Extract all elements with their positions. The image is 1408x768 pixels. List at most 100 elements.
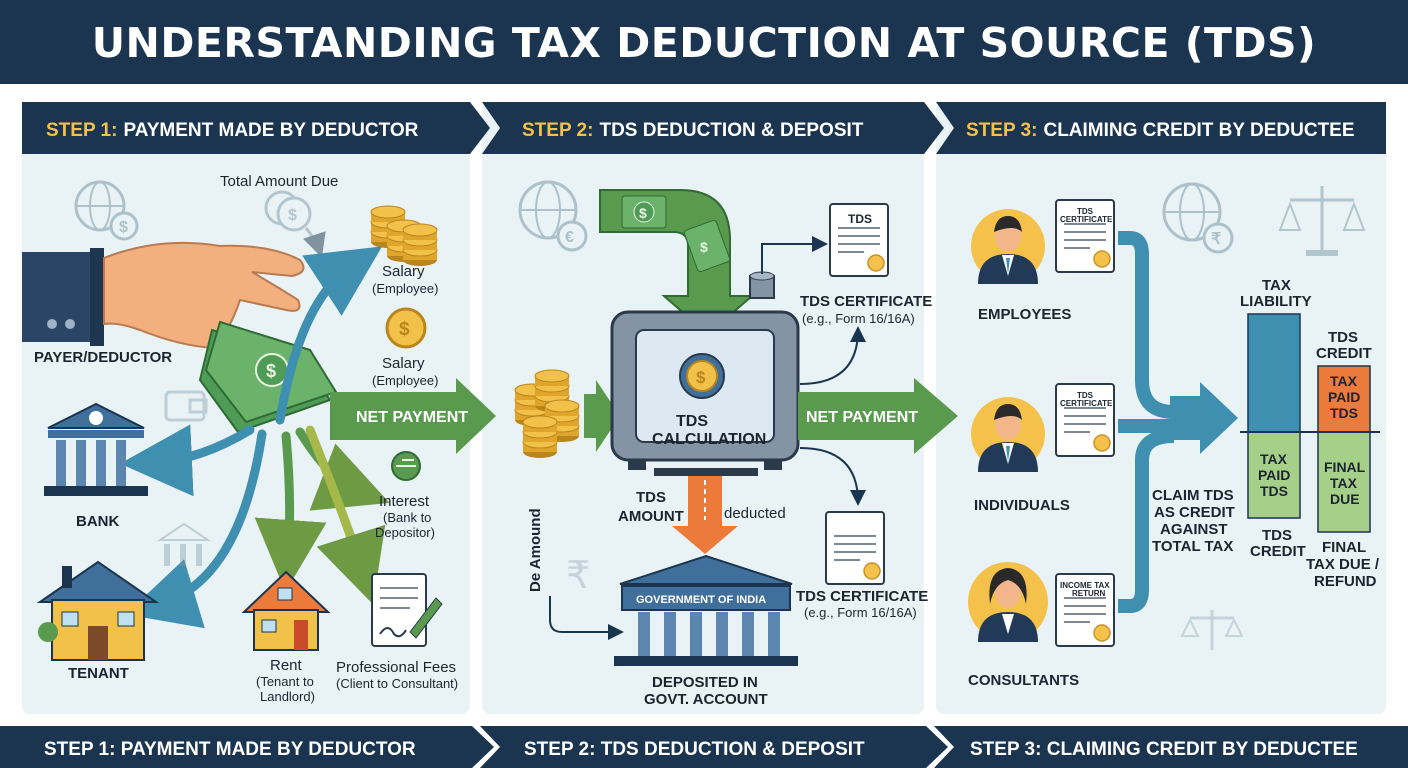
payer-deductor-label: PAYER/DEDUCTOR bbox=[34, 349, 172, 366]
tax-liability-bar bbox=[1247, 313, 1301, 433]
cert-top-sub: (e.g., Form 16/16A) bbox=[802, 311, 915, 326]
doc1-line2: CERTIFICATE bbox=[1060, 215, 1113, 224]
salary1-title: Salary bbox=[382, 263, 425, 280]
document-icon bbox=[371, 573, 443, 647]
scales-icon bbox=[1278, 186, 1366, 256]
doc2-line2: CERTIFICATE bbox=[1060, 399, 1113, 408]
rent-title: Rent bbox=[270, 657, 303, 674]
svg-text:$: $ bbox=[119, 219, 128, 236]
tds-calc-line2: CALCULATION bbox=[652, 431, 766, 448]
doc3-line2: RETURN bbox=[1072, 589, 1106, 598]
salary2-sub: (Employee) bbox=[372, 373, 438, 388]
tax-paid-tds-bar bbox=[1317, 365, 1371, 433]
government-sign: GOVERNMENT OF INDIA bbox=[636, 594, 766, 606]
dollar-coin-icon: $ bbox=[385, 307, 427, 349]
tds-doc-label: TDS bbox=[848, 212, 872, 226]
step1-footer-text: STEP 1: PAYMENT MADE BY DEDUCTOR bbox=[44, 739, 416, 760]
tax-liability-line1: TAX bbox=[1262, 277, 1291, 294]
step1-footer bbox=[0, 726, 494, 768]
individuals-label: INDIVIDUALS bbox=[974, 497, 1070, 514]
seg-green-left-3: TDS bbox=[1260, 483, 1288, 499]
tenant-label: TENANT bbox=[68, 665, 129, 682]
claim-line2: AS CREDIT bbox=[1154, 504, 1235, 521]
seg-orange-1: TAX bbox=[1330, 373, 1358, 389]
seg-green-right-1: FINAL bbox=[1324, 459, 1366, 475]
bank-label: BANK bbox=[76, 513, 119, 530]
arrow-to-cert-bottom bbox=[799, 447, 866, 506]
cert-bottom-sub: (e.g., Form 16/16A) bbox=[804, 605, 917, 620]
rent-sub2: Landlord) bbox=[260, 689, 315, 704]
tax-paid-left-bar bbox=[1247, 431, 1301, 519]
step3-footer bbox=[934, 726, 1408, 768]
professional-fees-title: Professional Fees bbox=[336, 659, 456, 676]
tds-credit-bottom-line1: TDS bbox=[1262, 527, 1292, 544]
bank-icon bbox=[44, 402, 148, 496]
tds-credit-top-line1: TDS bbox=[1328, 329, 1358, 346]
into-machine-arrow bbox=[584, 380, 620, 452]
arrow-to-govt bbox=[549, 596, 624, 640]
globe-dollar-icon: $ bbox=[74, 180, 139, 241]
arrow-to-cert-top bbox=[799, 326, 866, 385]
tds-machine-icon: $ bbox=[610, 271, 800, 476]
cert-bottom-title: TDS CERTIFICATE bbox=[796, 588, 928, 605]
doc1-line1: TDS bbox=[1077, 207, 1094, 216]
tds-deducted-arrow bbox=[672, 476, 738, 554]
net-payment-arrow bbox=[798, 378, 958, 454]
step2-header bbox=[482, 102, 944, 154]
seg-orange-3: TDS bbox=[1330, 405, 1358, 421]
salary1-sub: (Employee) bbox=[372, 281, 438, 296]
svg-text:$: $ bbox=[696, 368, 706, 387]
net-payment-label-2: NET PAYMENT bbox=[806, 409, 918, 426]
step1-header-text: STEP 1:PAYMENT MADE BY DEDUCTOR bbox=[46, 120, 419, 141]
tds-credit-top-line2: CREDIT bbox=[1316, 345, 1372, 362]
deducted-label: deducted bbox=[724, 505, 786, 522]
interest-sub2: Depositor) bbox=[375, 525, 435, 540]
svg-text:$: $ bbox=[639, 205, 647, 221]
final-due-line1: FINAL bbox=[1322, 539, 1366, 556]
house-icon bbox=[36, 560, 160, 661]
page-title: UNDERSTANDING TAX DEDUCTION AT SOURCE (T… bbox=[91, 19, 1317, 67]
professional-fees-sub: (Client to Consultant) bbox=[336, 676, 458, 691]
net-payment-label-1: NET PAYMENT bbox=[356, 409, 468, 426]
seg-green-right-2: TAX bbox=[1330, 475, 1358, 491]
tds-amount-line2: AMOUNT bbox=[618, 508, 684, 525]
person-avatar-icon bbox=[971, 397, 1045, 472]
claim-line4: TOTAL TAX bbox=[1152, 538, 1233, 555]
claim-line3: AGAINST bbox=[1160, 521, 1228, 538]
final-due-line2: TAX DUE / bbox=[1306, 556, 1380, 573]
interest-title: Interest bbox=[379, 493, 430, 510]
step3-header bbox=[936, 102, 1386, 154]
seg-green-left-2: PAID bbox=[1258, 467, 1290, 483]
rupee-icon: ₹ bbox=[566, 555, 590, 597]
claim-flow-arrows bbox=[1118, 231, 1178, 613]
svg-text:$: $ bbox=[700, 239, 708, 255]
svg-text:$: $ bbox=[288, 207, 297, 224]
globe-rupee-icon: ₹ bbox=[1162, 182, 1234, 254]
interest-sub1: (Bank to bbox=[383, 510, 431, 525]
step3-footer-text: STEP 3: CLAIMING CREDIT BY DEDUCTEE bbox=[970, 739, 1358, 760]
tax-liability-bars bbox=[1240, 313, 1380, 533]
bank-icon bbox=[614, 554, 798, 666]
incoming-payment-arrow: $ $ bbox=[599, 189, 755, 336]
coin-stack-icon bbox=[522, 415, 558, 459]
claim-line1: CLAIM TDS bbox=[1152, 487, 1234, 504]
interest-coin-icon bbox=[391, 451, 421, 481]
tax-liability-line2: LIABILITY bbox=[1240, 293, 1312, 310]
de-amount-label: De Amound bbox=[527, 508, 544, 592]
consultants-label: CONSULTANTS bbox=[968, 672, 1079, 689]
seg-green-left-1: TAX bbox=[1260, 451, 1288, 467]
person-avatar-icon bbox=[968, 562, 1048, 642]
coin-flow-icon: $ bbox=[264, 190, 326, 258]
step2-footer-text: STEP 2: TDS DEDUCTION & DEPOSIT bbox=[524, 739, 865, 760]
wallet-icon bbox=[164, 390, 208, 422]
arrow-to-tds-doc bbox=[761, 236, 828, 274]
deposited-line1: DEPOSITED IN bbox=[652, 674, 758, 691]
bank-icon bbox=[156, 522, 212, 566]
hand-with-cash-icon bbox=[22, 241, 305, 350]
net-payment-arrow bbox=[330, 378, 496, 454]
svg-text:$: $ bbox=[266, 361, 276, 381]
tds-amount-line1: TDS bbox=[636, 489, 666, 506]
salary2-title: Salary bbox=[382, 355, 425, 372]
house-icon bbox=[241, 570, 331, 651]
step2-header-text: STEP 2:TDS DEDUCTION & DEPOSIT bbox=[522, 120, 864, 141]
